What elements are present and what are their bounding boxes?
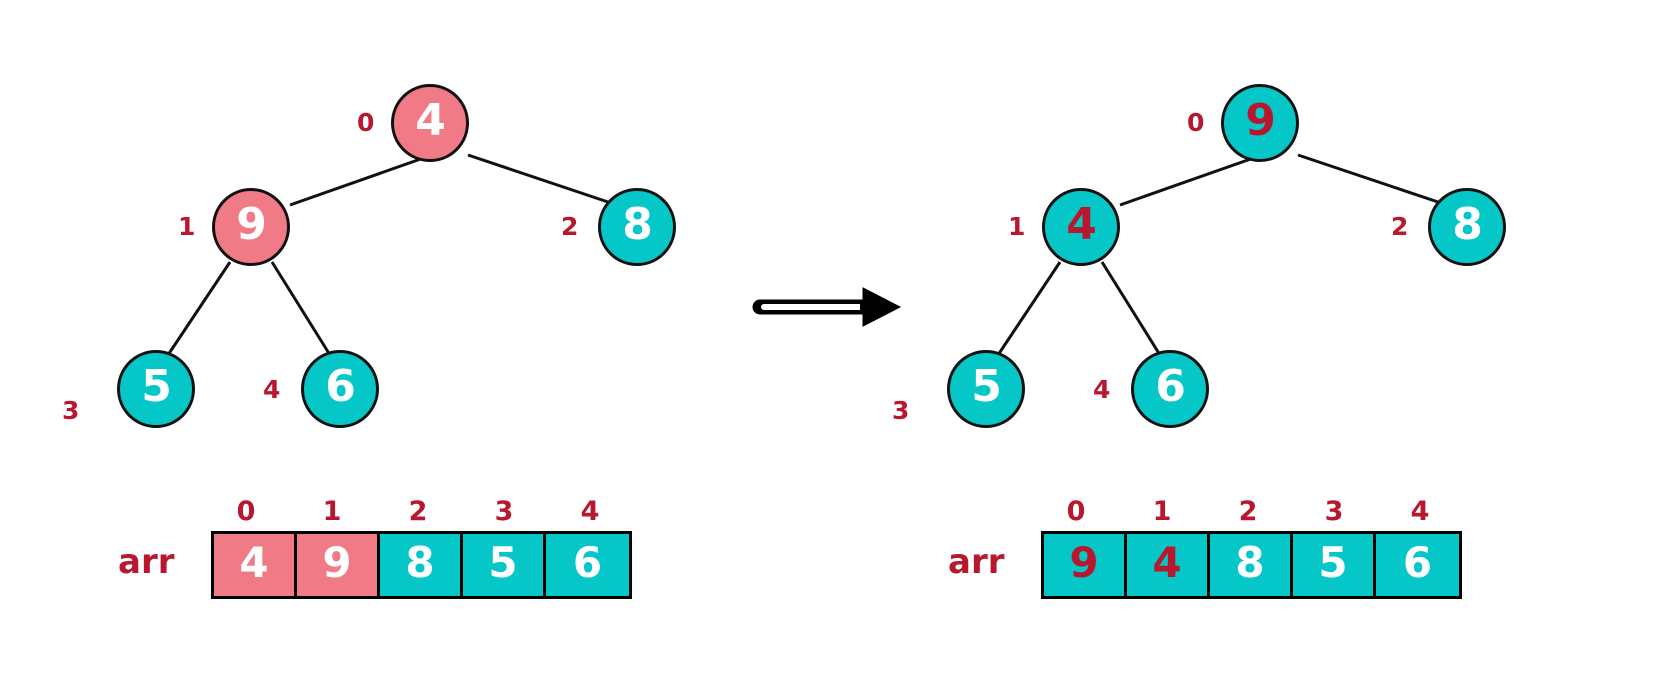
tree-node-0[interactable]: 4	[391, 84, 469, 162]
tree-node-4-index: 4	[1093, 375, 1111, 404]
before-array-index-2: 2	[408, 496, 428, 527]
tree-node-3-value: 5	[971, 361, 1002, 412]
before-array-cell-2-value: 8	[405, 538, 435, 587]
after-array-index-2: 2	[1238, 496, 1258, 527]
tree-node-2-value: 8	[1452, 199, 1483, 250]
after-array-cell-1-value: 4	[1152, 538, 1182, 587]
tree-node-0-value: 9	[1245, 95, 1276, 146]
before-array-cell-2[interactable]: 8	[380, 534, 463, 596]
before-array-index-3: 3	[494, 496, 514, 527]
after-array-index-4: 4	[1410, 496, 1430, 527]
tree-node-3-index: 3	[62, 396, 80, 425]
tree-node-2-value: 8	[622, 199, 653, 250]
before-array-cell-0[interactable]: 4	[214, 534, 297, 596]
tree-node-4-index: 4	[263, 375, 281, 404]
tree-node-3-index: 3	[892, 396, 910, 425]
after-array-cell-1[interactable]: 4	[1127, 534, 1210, 596]
tree-node-1[interactable]: 9	[212, 188, 290, 266]
tree-node-3[interactable]: 5	[947, 350, 1025, 428]
before-array-cell-3-value: 5	[488, 538, 518, 587]
double-line-right-arrow-icon	[752, 287, 902, 327]
before-array-index-0: 0	[236, 496, 256, 527]
after-array-cell-2[interactable]: 8	[1210, 534, 1293, 596]
tree-node-0-value: 4	[415, 95, 446, 146]
after-array-cell-3-value: 5	[1318, 538, 1348, 587]
before-array-cell-1[interactable]: 9	[297, 534, 380, 596]
tree-node-1-value: 4	[1066, 199, 1097, 250]
tree-node-3-value: 5	[141, 361, 172, 412]
tree-node-1-value: 9	[236, 199, 267, 250]
tree-node-4-value: 6	[325, 361, 356, 412]
tree-node-2-index: 2	[561, 212, 579, 241]
after-array-index-0: 0	[1066, 496, 1086, 527]
before-array-label: arr	[118, 542, 175, 582]
before-binary-tree: 4 0 9 1 8 2 5 3 6 4	[0, 0, 760, 470]
tree-node-1[interactable]: 4	[1042, 188, 1120, 266]
tree-node-1-index: 1	[178, 212, 196, 241]
tree-node-0[interactable]: 9	[1221, 84, 1299, 162]
tree-node-0-index: 0	[1187, 108, 1205, 137]
after-array-label: arr	[948, 542, 1005, 582]
tree-node-1-index: 1	[1008, 212, 1026, 241]
tree-node-2[interactable]: 8	[1428, 188, 1506, 266]
tree-node-4-value: 6	[1155, 361, 1186, 412]
before-array-cells: 4 9 8 5 6	[211, 531, 632, 599]
before-array-index-4: 4	[580, 496, 600, 527]
after-array-index-3: 3	[1324, 496, 1344, 527]
tree-node-4[interactable]: 6	[1131, 350, 1209, 428]
after-array-cell-4[interactable]: 6	[1376, 534, 1459, 596]
tree-node-0-index: 0	[357, 108, 375, 137]
before-state-panel: 4 0 9 1 8 2 5 3 6 4 arr	[0, 0, 760, 698]
after-array-cell-0[interactable]: 9	[1044, 534, 1127, 596]
before-array-cell-3[interactable]: 5	[463, 534, 546, 596]
tree-node-4[interactable]: 6	[301, 350, 379, 428]
tree-node-3[interactable]: 5	[117, 350, 195, 428]
after-array-cell-4-value: 6	[1402, 538, 1433, 587]
before-array-cell-4[interactable]: 6	[546, 534, 629, 596]
after-array-cell-2-value: 8	[1235, 538, 1265, 587]
before-array-cell-4-value: 6	[572, 538, 603, 587]
before-array-cell-0-value: 4	[239, 538, 269, 587]
tree-node-2-index: 2	[1391, 212, 1409, 241]
after-array-index-1: 1	[1152, 496, 1172, 527]
before-array-index-1: 1	[322, 496, 342, 527]
after-binary-tree: 9 0 4 1 8 2 5 3 6 4	[860, 0, 1620, 470]
after-state-panel: 9 0 4 1 8 2 5 3 6 4 arr	[860, 0, 1620, 698]
after-array-cells: 9 4 8 5 6	[1041, 531, 1462, 599]
tree-node-2[interactable]: 8	[598, 188, 676, 266]
before-array-cell-1-value: 9	[322, 538, 352, 587]
after-array-cell-0-value: 9	[1069, 538, 1099, 587]
after-array-cell-3[interactable]: 5	[1293, 534, 1376, 596]
